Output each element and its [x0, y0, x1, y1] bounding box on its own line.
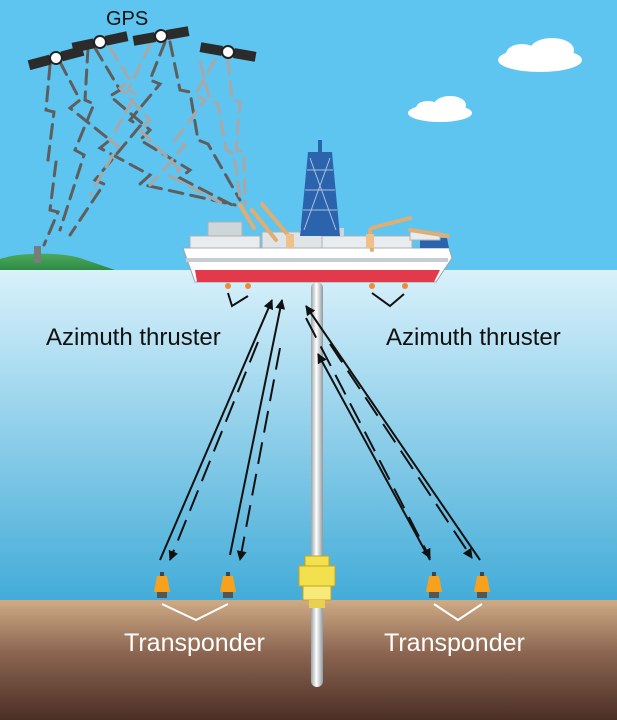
cloud-icon	[408, 96, 472, 122]
derrick-icon	[300, 140, 340, 236]
satellite-icon	[71, 31, 129, 53]
azimuth-thruster-left-label: Azimuth thruster	[46, 324, 221, 351]
drill-pipe	[311, 282, 323, 687]
transponder-icon	[154, 572, 170, 598]
transponder-icon	[474, 572, 490, 598]
land	[0, 253, 115, 270]
transponder-pointers	[161, 603, 483, 622]
satellite-icon	[199, 42, 257, 62]
acoustic-signals	[159, 299, 481, 561]
cloud-icon	[498, 38, 582, 72]
gps-label: GPS	[106, 8, 149, 30]
transponder-left-label: Transponder	[124, 629, 265, 657]
antenna-icon	[34, 246, 41, 263]
transponder-icon	[426, 572, 442, 598]
transponder-icon	[220, 572, 236, 598]
satellite-icon	[132, 26, 190, 46]
seabed	[0, 600, 617, 720]
wellhead-icon	[298, 555, 336, 608]
sea	[0, 270, 617, 600]
thruster-pointers	[227, 292, 405, 308]
azimuth-thruster-right-label: Azimuth thruster	[386, 324, 561, 351]
transponder-right-label: Transponder	[384, 629, 525, 657]
gps-signals	[42, 40, 247, 247]
